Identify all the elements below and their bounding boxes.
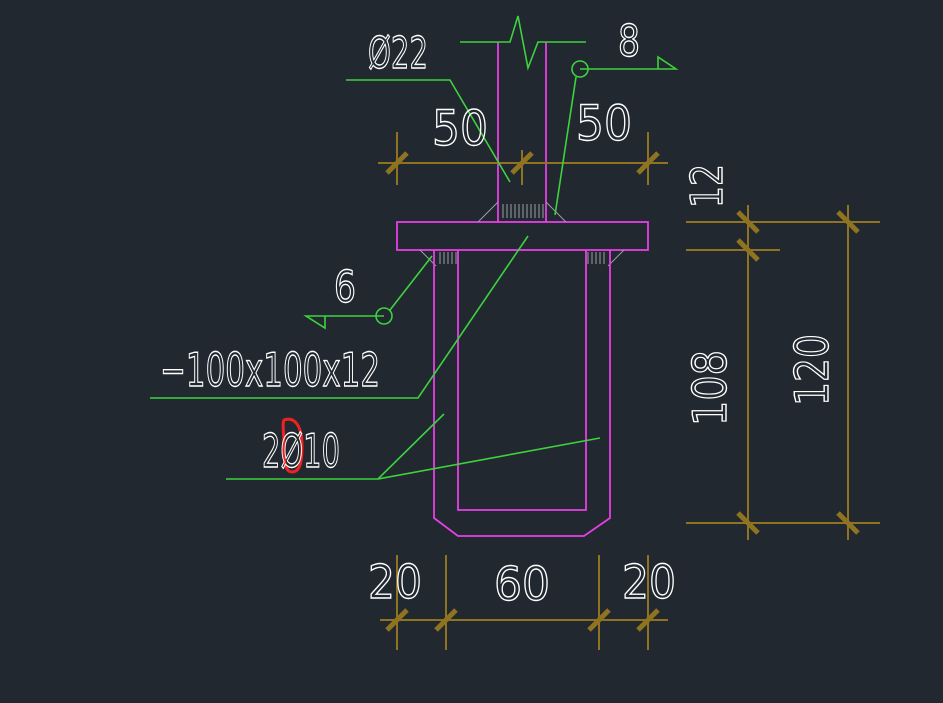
label-bottom-right: 20: [622, 555, 676, 609]
column-stub: [497, 42, 547, 222]
label-weld-top: 8: [618, 16, 640, 67]
label-dim-right: 50: [576, 96, 632, 152]
u-anchor-outer: [433, 250, 611, 537]
label-height-inner: 108: [683, 350, 737, 426]
top-dimension: [378, 132, 668, 185]
label-rebar-spec: 2Ø10: [262, 424, 340, 478]
u-anchor-inner: [457, 250, 587, 511]
right-dimension: [686, 205, 880, 540]
bottom-dimension: [380, 555, 668, 650]
leader-plate: [150, 235, 529, 399]
weld-top: [477, 201, 567, 223]
leader-rebar: [226, 413, 601, 480]
leader-bolt: [346, 79, 511, 183]
base-plate: [396, 221, 649, 251]
label-plate-thickness: 12: [682, 164, 733, 208]
label-plate-spec: −100x100x12: [160, 343, 380, 397]
label-weld-left: 6: [334, 262, 356, 313]
label-bottom-mid: 60: [494, 557, 550, 611]
break-line: [460, 15, 586, 71]
label-bolt-diameter: Ø22: [368, 28, 428, 79]
weld-bottom: [419, 249, 625, 267]
red-markup-circle: [281, 417, 304, 474]
label-bottom-left: 20: [368, 555, 422, 609]
label-height-total: 120: [785, 334, 839, 406]
leader-weld-top: [554, 55, 679, 216]
label-dim-left: 50: [432, 101, 488, 157]
leader-weld-left: [303, 255, 433, 330]
